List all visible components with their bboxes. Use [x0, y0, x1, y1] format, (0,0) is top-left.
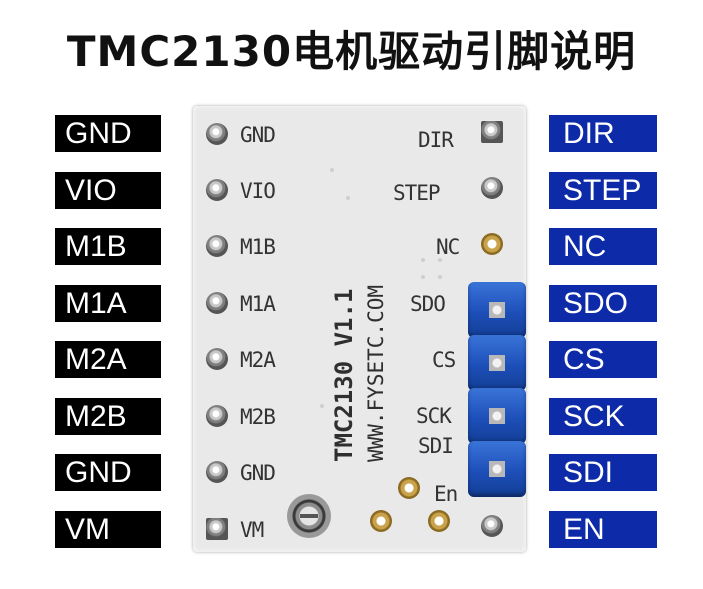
- label-left-gnd: GND: [55, 115, 161, 152]
- pin-pad-gnd-2: [206, 461, 228, 483]
- board-dot: [330, 168, 334, 172]
- board-url-text: WWW.FYSETC.COM: [364, 284, 388, 462]
- potentiometer: [287, 494, 331, 538]
- pin-pad-step: [481, 177, 503, 199]
- board-pin-label: VIO: [240, 179, 276, 203]
- jumper-header-sck: [468, 388, 526, 444]
- label-left-m1a: M1A: [55, 285, 161, 322]
- pin-pad-vm: [206, 518, 228, 540]
- label-right-dir: DIR: [549, 115, 657, 152]
- label-right-sdi: SDI: [549, 454, 657, 491]
- board-pin-label: GND: [240, 461, 276, 485]
- board-pin-label: SDO: [410, 292, 446, 316]
- board-pin-label: GND: [240, 123, 276, 147]
- label-right-step: STEP: [549, 172, 657, 209]
- gold-pad: [428, 510, 450, 532]
- pin-pad-m1b: [206, 235, 228, 257]
- board-pin-label: DIR: [418, 128, 454, 152]
- board-dot: [346, 196, 350, 200]
- label-left-vio: VIO: [55, 172, 161, 209]
- board-pin-label: CS: [432, 348, 456, 372]
- board-pin-label: M2B: [240, 405, 276, 429]
- jumper-header-sdo: [468, 282, 526, 338]
- label-left-m2b: M2B: [55, 398, 161, 435]
- page-title: TMC2130电机驱动引脚说明: [66, 27, 637, 76]
- label-right-en: EN: [549, 511, 657, 548]
- label-left-m2a: M2A: [55, 341, 161, 378]
- board-dot: [421, 258, 425, 262]
- jumper-header-cs: [468, 335, 526, 391]
- label-left-gnd-2: GND: [55, 454, 161, 491]
- board-pin-label: SDI: [418, 434, 454, 458]
- board-dot: [336, 444, 340, 448]
- board-pin-label: SCK: [416, 404, 452, 428]
- pin-pad-m1a: [206, 292, 228, 314]
- pin-pad-m2b: [206, 405, 228, 427]
- board-dot: [421, 275, 425, 279]
- label-right-cs: CS: [549, 341, 657, 378]
- label-right-sck: SCK: [549, 398, 657, 435]
- board-pin-label: STEP: [393, 181, 441, 205]
- label-right-sdo: SDO: [549, 285, 657, 322]
- board-pin-label: M1A: [240, 292, 276, 316]
- pin-pad-m2a: [206, 348, 228, 370]
- board-pin-label: M1B: [240, 235, 276, 259]
- label-left-m1b: M1B: [55, 228, 161, 265]
- board-dot: [438, 258, 442, 262]
- gold-pad: [398, 477, 420, 499]
- board-pin-label: VM: [240, 518, 264, 542]
- board-model-text: TMC2130 V1.1: [330, 288, 358, 462]
- gold-pad: [370, 510, 392, 532]
- pin-pad-nc: [481, 233, 503, 255]
- pin-pad-en: [481, 515, 503, 537]
- board-pin-label: NC: [436, 235, 460, 259]
- label-left-vm: VM: [55, 511, 161, 548]
- jumper-header-sdi: [468, 441, 526, 497]
- pin-pad-gnd: [206, 123, 228, 145]
- board-pin-label: M2A: [240, 348, 276, 372]
- board-pin-label: En: [434, 482, 458, 506]
- pin-pad-dir: [481, 121, 503, 143]
- label-right-nc: NC: [549, 228, 657, 265]
- pin-pad-vio: [206, 179, 228, 201]
- board-dot: [320, 404, 324, 408]
- board-dot: [438, 275, 442, 279]
